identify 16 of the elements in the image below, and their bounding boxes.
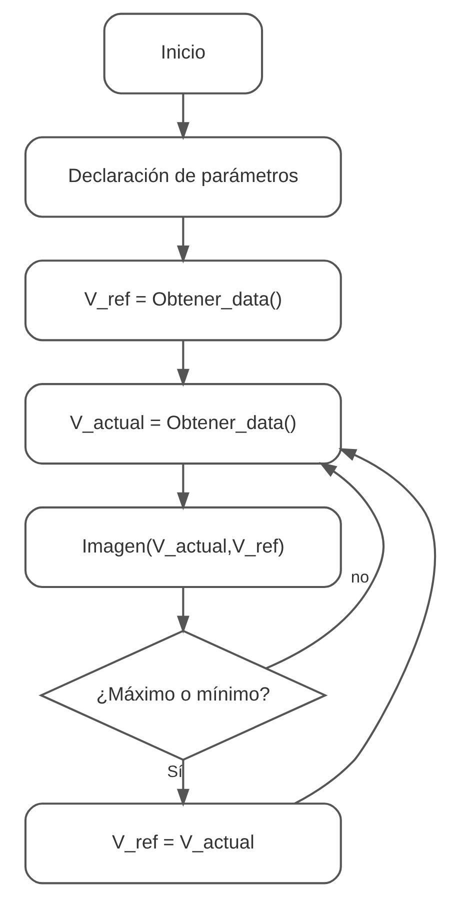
node-box: Imagen(V_actual,V_ref)	[24, 506, 342, 588]
edge-label: no	[350, 568, 369, 586]
arrow	[176, 94, 189, 140]
node-diamond: ¿Máximo o mínimo?	[38, 630, 328, 761]
node-box: Declaración de parámetros	[24, 136, 342, 218]
arrow	[294, 448, 436, 804]
arrow	[265, 462, 384, 670]
arrow	[176, 340, 189, 387]
node-box: V_actual = Obtener_data()	[24, 383, 342, 465]
arrow	[176, 464, 189, 510]
node-box: Inicio	[102, 12, 263, 94]
node-box: V_ref = Obtener_data()	[24, 260, 342, 342]
node-box: V_ref = V_actual	[24, 802, 342, 884]
arrow	[176, 760, 189, 807]
arrow	[176, 217, 189, 264]
arrow	[176, 587, 189, 634]
